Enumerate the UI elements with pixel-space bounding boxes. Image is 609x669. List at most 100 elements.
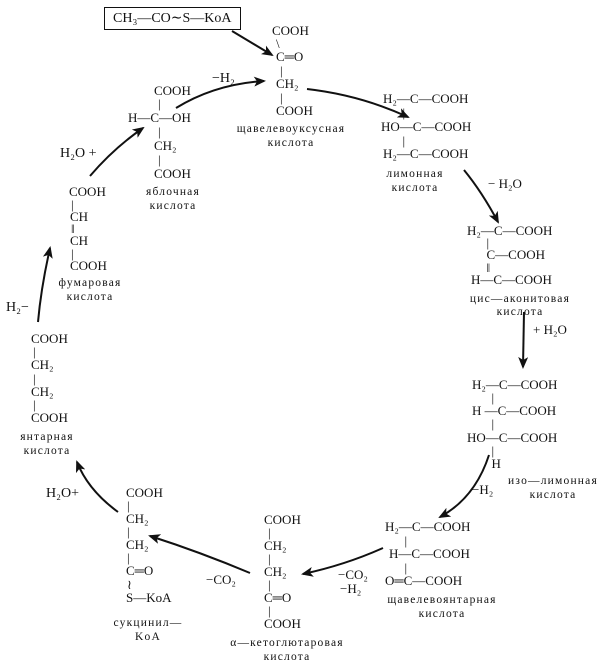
isocitrate-line: H —C—COOH xyxy=(472,403,557,418)
isocitrate-line: H xyxy=(472,456,501,471)
citrate-line: | xyxy=(383,133,406,148)
arrow-succinyl-coa-to-succinate xyxy=(76,460,119,513)
fumarate-line: | xyxy=(71,197,74,212)
malate-line: | xyxy=(158,96,161,111)
malate-line: COOH xyxy=(154,166,191,181)
isocitrate-line: H₂—C—COOH xyxy=(472,377,558,392)
akg-line: | xyxy=(268,577,271,592)
citrate-line: HO—C—COOH xyxy=(381,119,472,134)
reaction-water-plus-fumarate: H₂O + xyxy=(60,146,97,161)
citrate-name: кислота xyxy=(391,182,439,194)
acetyl-coa-box: CH₃—CO∼S—KoA xyxy=(104,7,241,30)
akg-line: | xyxy=(268,525,271,540)
oxaloacetate-line: CH₂ xyxy=(276,76,299,91)
cis-aconitate-line: C—COOH xyxy=(467,247,546,262)
arrow-citrate-to-cis-aconitate xyxy=(463,169,499,224)
succinate-name: кислота xyxy=(23,445,71,457)
malate-line: | xyxy=(158,124,161,139)
akg-line: | xyxy=(268,603,271,618)
arrow-isocitrate-to-oxalosuccinate xyxy=(438,454,490,518)
reaction-minus-co2-akg: −CO₂ xyxy=(206,572,236,587)
fumarate-line: COOH xyxy=(69,184,106,199)
succinyl-coa-name: KoA xyxy=(135,631,161,643)
fumarate-line: COOH xyxy=(70,258,107,273)
reaction-minus-water-1: − H₂O xyxy=(488,176,522,191)
citrate-line: H₂—C—COOH xyxy=(383,146,469,161)
citrate-name: лимонная xyxy=(386,168,444,180)
fumarate-name: фумаровая xyxy=(58,277,122,289)
akg-line: | xyxy=(268,551,271,566)
arrow-akg-to-succinyl-coa xyxy=(148,534,251,574)
reaction-minus-co2-oxalosuccinate: −CO₂ xyxy=(338,567,368,582)
succinate-line: COOH xyxy=(31,410,68,425)
succinyl-coa-name: сукцинил— xyxy=(113,617,183,629)
succinyl-coa-line: C═O xyxy=(126,563,154,578)
succinyl-coa-line: CH₂ xyxy=(126,511,149,526)
oxalosuccinate-line: | xyxy=(385,560,408,575)
akg-name: α—кетоглютаровая xyxy=(230,637,344,649)
citrate-line: H₂—C—COOH xyxy=(383,91,469,106)
succinate-line: | xyxy=(33,397,36,412)
akg-line: COOH xyxy=(264,512,301,527)
succinyl-coa-line: | xyxy=(127,550,130,565)
fumarate-line: ‖ xyxy=(71,221,75,236)
isocitrate-name: кислота xyxy=(529,489,577,501)
arrow-oxaloacetate-to-citrate xyxy=(306,88,410,118)
citrate-line: | xyxy=(383,105,406,120)
malate-line: CH₂ xyxy=(154,138,177,153)
isocitrate-line: HO—C—COOH xyxy=(467,430,558,445)
reaction-plus-water: + H₂O xyxy=(533,322,567,337)
cis-aconitate-name: цис—аконитовая xyxy=(469,293,571,305)
reaction-minus-h2-oxalosuccinate: −H₂ xyxy=(340,581,362,596)
cis-aconitate-line: ‖ xyxy=(467,260,491,275)
isocitrate-line: | xyxy=(472,416,495,431)
arrow-acetylcoa-to-oxaloacetate xyxy=(231,30,274,57)
arrow-succinate-to-fumarate xyxy=(37,246,53,323)
succinate-line: CH₂ xyxy=(31,357,54,372)
fumarate-line: CH xyxy=(70,209,89,224)
succinyl-coa-line: S—KoA xyxy=(126,590,172,605)
succinate-line: | xyxy=(33,371,36,386)
akg-line: C═O xyxy=(264,590,292,605)
oxaloacetate-line: C═O xyxy=(276,49,304,64)
akg-name: кислота xyxy=(263,651,311,663)
akg-line: CH₂ xyxy=(264,564,287,579)
succinate-line: COOH xyxy=(31,331,68,346)
succinate-name: янтарная xyxy=(20,431,74,443)
cis-aconitate-line: | xyxy=(467,235,490,250)
reaction-minus-h2-isocitrate: −H₂ xyxy=(472,482,494,497)
oxaloacetate-line: | xyxy=(280,63,283,78)
isocitrate-name: изо—лимонная xyxy=(508,475,598,487)
oxalosuccinate-line: O═C—COOH xyxy=(385,573,463,588)
akg-line: CH₂ xyxy=(264,538,287,553)
succinyl-coa-line: ≀ xyxy=(127,577,132,592)
oxalosuccinate-name: щавелевоянтарная xyxy=(387,594,497,606)
reaction-h2-minus-succinate: H₂− xyxy=(6,300,29,315)
oxaloacetate-line: COOH xyxy=(272,23,309,38)
oxaloacetate-name: кислота xyxy=(267,137,315,149)
akg-line: COOH xyxy=(264,616,301,631)
malate-name: кислота xyxy=(149,200,197,212)
cis-aconitate-line: H—C—COOH xyxy=(471,272,552,287)
malate-line: | xyxy=(158,152,161,167)
succinyl-coa-line: CH₂ xyxy=(126,537,149,552)
reaction-water-plus-succinyl: H₂O+ xyxy=(46,486,79,501)
malate-line: COOH xyxy=(154,83,191,98)
succinyl-coa-line: | xyxy=(127,524,130,539)
fumarate-name: кислота xyxy=(66,291,114,303)
isocitrate-line: | xyxy=(472,443,495,458)
reaction-minus-h2-malate: −H₂ xyxy=(212,71,235,86)
malate-line: H—C—OH xyxy=(128,110,191,125)
cis-aconitate-name: кислота xyxy=(496,306,544,318)
succinate-line: | xyxy=(33,344,36,359)
arrow-fumarate-to-malate xyxy=(89,126,145,177)
oxaloacetate-line: \ xyxy=(276,36,280,51)
oxaloacetate-line: | xyxy=(280,90,283,105)
malate-name: яблочная xyxy=(146,186,200,198)
oxaloacetate-name: щавелевоуксусная xyxy=(236,123,346,135)
fumarate-line: CH xyxy=(70,233,89,248)
oxalosuccinate-line: H—C—COOH xyxy=(389,546,470,561)
oxalosuccinate-name: кислота xyxy=(418,608,466,620)
